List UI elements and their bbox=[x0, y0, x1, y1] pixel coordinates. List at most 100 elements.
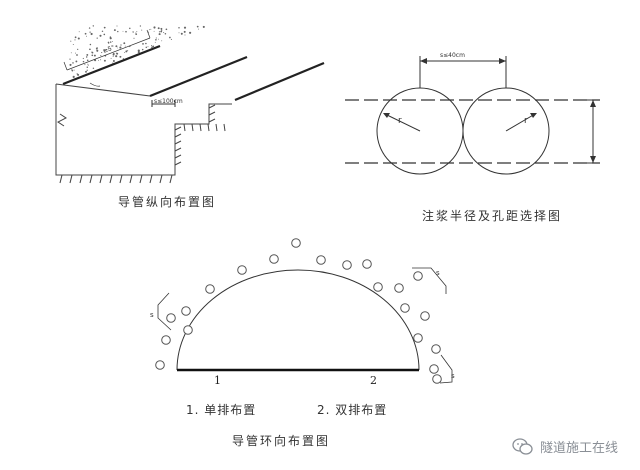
pipe-hole bbox=[420, 311, 430, 321]
soil-dot bbox=[85, 70, 87, 73]
soil-dot bbox=[133, 37, 135, 39]
soil-dot bbox=[88, 27, 91, 29]
soil-dot bbox=[127, 50, 129, 51]
soil-dot bbox=[178, 32, 180, 34]
soil-dot bbox=[117, 47, 118, 49]
soil-dot bbox=[155, 37, 157, 39]
soil-dot bbox=[183, 30, 186, 33]
tunnel-profile bbox=[55, 84, 232, 176]
soil-dot bbox=[164, 32, 167, 35]
soil-dot bbox=[77, 48, 79, 51]
soil-dot bbox=[103, 26, 106, 29]
soil-dot bbox=[165, 28, 168, 31]
bolt bbox=[109, 174, 113, 184]
soil-dot bbox=[84, 33, 86, 35]
pipe-hole bbox=[429, 364, 439, 374]
bolt bbox=[174, 154, 182, 159]
soil-dot bbox=[87, 64, 89, 66]
soil-dot bbox=[76, 54, 78, 56]
bolt bbox=[159, 174, 163, 184]
bolt bbox=[89, 174, 93, 184]
soil-dot bbox=[78, 31, 80, 33]
soil-dot bbox=[124, 45, 126, 47]
soil-dot bbox=[72, 44, 74, 45]
pipe-hole bbox=[316, 255, 326, 265]
soil-dot bbox=[152, 45, 155, 48]
bolt bbox=[174, 126, 182, 131]
soil-dot bbox=[110, 57, 112, 59]
item1-number: 1 bbox=[214, 374, 221, 387]
soil-dot bbox=[124, 52, 126, 53]
soil-dot bbox=[89, 48, 91, 51]
pipe-hole bbox=[413, 333, 423, 343]
soil-dot bbox=[184, 34, 186, 36]
soil-dot bbox=[116, 25, 118, 27]
soil-dot bbox=[139, 25, 142, 27]
soil-dot bbox=[86, 69, 88, 71]
pipe-hole bbox=[394, 283, 404, 293]
bolt bbox=[174, 140, 182, 145]
dim-right-bottom-label: s bbox=[451, 372, 455, 380]
soil-dot bbox=[86, 59, 89, 62]
soil-dot bbox=[202, 25, 205, 28]
pipe-hole bbox=[161, 335, 171, 345]
pipe-spacing-label: s≤100cm bbox=[154, 98, 183, 105]
soil-dot bbox=[70, 40, 72, 42]
pipe-hole bbox=[269, 254, 279, 264]
soil-dot bbox=[153, 30, 155, 32]
bolt bbox=[69, 174, 73, 184]
soil-dot bbox=[135, 32, 137, 34]
pipe-hole bbox=[400, 303, 410, 313]
soil-dot bbox=[112, 60, 115, 62]
soil-dot bbox=[115, 55, 118, 58]
circumferential-layout-drawing bbox=[155, 238, 453, 384]
soil-dot bbox=[103, 49, 106, 52]
soil-dot bbox=[74, 39, 76, 41]
soil-dot bbox=[119, 46, 122, 49]
soil-texture bbox=[69, 25, 205, 78]
dim-right-top-label: s bbox=[436, 269, 440, 277]
soil-dot bbox=[169, 36, 171, 39]
bolt bbox=[139, 174, 143, 184]
bolt bbox=[99, 174, 103, 184]
soil-dot bbox=[158, 31, 161, 33]
soil-dot bbox=[125, 50, 128, 53]
soil-dot bbox=[77, 37, 80, 40]
soil-dot bbox=[101, 30, 104, 33]
radius-label-left: r bbox=[398, 116, 402, 126]
soil-dot bbox=[145, 42, 147, 45]
bolt bbox=[183, 123, 186, 132]
soil-dot bbox=[117, 30, 119, 33]
soil-dot bbox=[161, 40, 163, 42]
bolt bbox=[149, 174, 153, 184]
soil-dot bbox=[145, 46, 148, 49]
bolt bbox=[215, 123, 218, 132]
bolt bbox=[174, 133, 182, 138]
soil-dot bbox=[72, 75, 75, 78]
soil-dot bbox=[89, 43, 92, 46]
soil-dot bbox=[163, 32, 165, 33]
soil-dot bbox=[96, 37, 98, 39]
pipe-hole bbox=[237, 265, 247, 275]
soil-dot bbox=[129, 27, 131, 30]
grouting-radius-drawing bbox=[345, 56, 600, 175]
bolt bbox=[208, 104, 216, 109]
soil-dot bbox=[86, 53, 89, 56]
soil-dot bbox=[109, 41, 112, 43]
soil-dot bbox=[107, 49, 109, 51]
soil-dot bbox=[154, 41, 156, 43]
pipe-hole bbox=[413, 271, 423, 281]
bolt bbox=[199, 123, 202, 132]
soil-dot bbox=[69, 58, 71, 60]
single-row-label: 1. 单排布置 bbox=[186, 403, 257, 417]
wechat-icon bbox=[512, 437, 533, 455]
bolt bbox=[207, 123, 210, 132]
soil-dot bbox=[87, 63, 89, 65]
pipe-hole bbox=[183, 325, 193, 335]
soil-dot bbox=[125, 30, 127, 33]
double-row-label: 2. 双排布置 bbox=[317, 403, 388, 417]
soil-dot bbox=[148, 29, 150, 31]
pipe-hole bbox=[362, 259, 372, 269]
soil-dot bbox=[90, 32, 93, 36]
soil-dot bbox=[70, 52, 72, 54]
